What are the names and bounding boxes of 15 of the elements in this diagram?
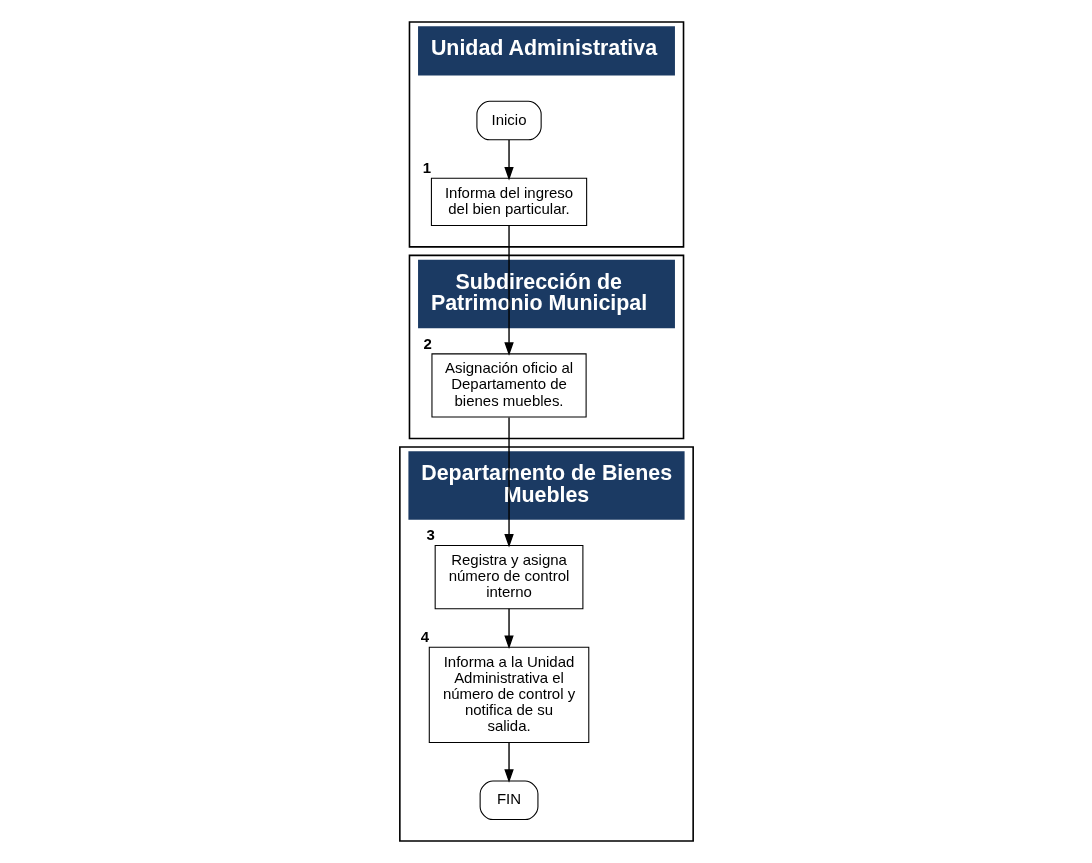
node-label: 1	[422, 159, 431, 177]
arrow	[503, 742, 514, 783]
arrow	[503, 139, 514, 181]
node-box: Informa a la Unidad Administrativa el número de control y notifica de su salida.	[428, 646, 589, 743]
node-box: Registra y asigna número de control interno	[434, 544, 583, 610]
node-box: Inicio	[475, 100, 542, 141]
node-label: 4	[420, 628, 429, 646]
arrow	[503, 416, 514, 548]
node-label: 2	[422, 334, 432, 352]
node-box: Informa del ingreso del bien particular.	[430, 177, 587, 226]
arrow	[503, 608, 514, 649]
node-box: FIN	[479, 780, 538, 821]
node-label: 3	[426, 526, 435, 544]
arrow	[503, 224, 514, 356]
node-box: Asignación oficio al Departamento de bienes muebles.	[430, 353, 587, 418]
